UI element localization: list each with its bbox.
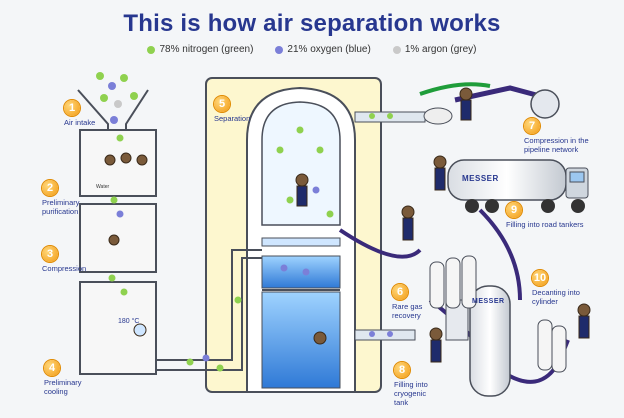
step-9: 9 Filling into road tankers: [506, 202, 596, 229]
step-number-badge: 3: [42, 246, 58, 262]
step-number-badge: 6: [392, 284, 408, 300]
step-7: 7 Compression in the pipeline network: [524, 118, 600, 154]
step-label: Compression in the pipeline network: [524, 136, 589, 154]
step-10: 10 Decanting into cylinder: [532, 270, 596, 306]
step-number-badge: 2: [42, 180, 58, 196]
step-number-badge: 5: [214, 96, 230, 112]
step-number-badge: 4: [44, 360, 60, 376]
step-label: Preliminary cooling: [44, 378, 82, 396]
cooler-temperature: 180 °C: [118, 318, 140, 325]
legend-label: 21% oxygen (blue): [287, 44, 371, 55]
cryo-tank-logo: MESSER: [472, 298, 505, 305]
step-number-badge: 1: [64, 100, 80, 116]
step-label: Air intake: [64, 118, 96, 127]
nitrogen-dot-icon: [147, 45, 156, 54]
step-number-badge: 8: [394, 362, 410, 378]
gas-cylinders: [429, 255, 567, 373]
separation-column: [205, 77, 382, 393]
step-label: Filling into road tankers: [506, 220, 584, 229]
step-2: 2 Preliminary purification: [42, 180, 80, 216]
legend: 78% nitrogen (green) 21% oxygen (blue) 1…: [0, 44, 624, 55]
legend-item-argon: 1% argon (grey): [392, 44, 477, 55]
road-tanker: [447, 159, 589, 213]
argon-dot-icon: [392, 45, 401, 54]
intake-duct: [77, 89, 262, 375]
step-number-badge: 10: [532, 270, 548, 286]
legend-item-oxygen: 21% oxygen (blue): [275, 44, 371, 55]
page-title: This is how air separation works: [123, 10, 501, 37]
step-6: 6 Rare gas recovery: [392, 284, 428, 320]
air-molecules: [96, 72, 393, 372]
step-5: 5 Separation: [214, 96, 250, 123]
cryogenic-tank: [445, 285, 511, 397]
legend-label: 78% nitrogen (green): [159, 44, 254, 55]
step-number-badge: 9: [506, 202, 522, 218]
tanker-logo: MESSER: [462, 174, 499, 183]
legend-label: 1% argon (grey): [404, 44, 477, 55]
legend-item-nitrogen: 78% nitrogen (green): [147, 44, 253, 55]
workers: [104, 87, 591, 363]
step-3: 3 Compression: [42, 246, 86, 273]
step-label: Preliminary purification: [42, 198, 80, 216]
step-label: Rare gas recovery: [392, 302, 423, 320]
oxygen-dot-icon: [275, 45, 284, 54]
step-label: Separation: [214, 114, 251, 123]
step-4: 4 Preliminary cooling: [44, 360, 82, 396]
step-label: Compression: [42, 264, 87, 273]
water-sign: Water: [96, 184, 110, 190]
step-label: Filling into cryogenic tank: [394, 380, 428, 407]
step-1: 1 Air intake: [64, 100, 95, 127]
step-label: Decanting into cylinder: [532, 288, 580, 306]
step-8: 8 Filling into cryogenic tank: [394, 362, 434, 407]
step-number-badge: 7: [524, 118, 540, 134]
